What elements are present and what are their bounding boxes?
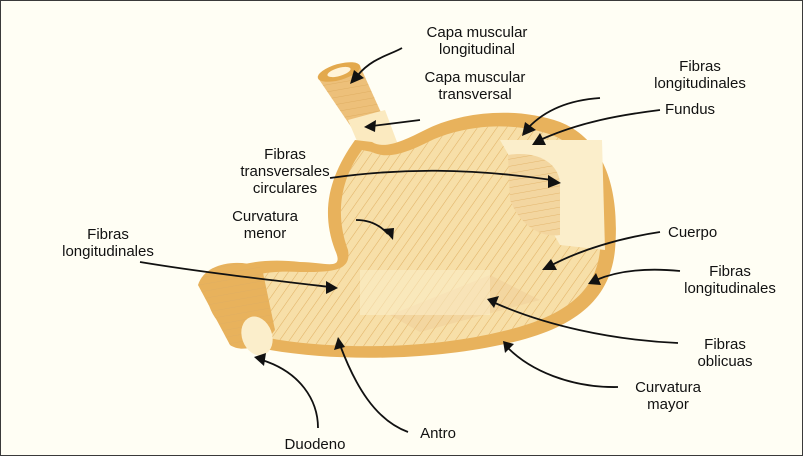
arrow-duodeno — [262, 360, 318, 428]
label-antro: Antro — [398, 425, 478, 442]
label-fibras-oblicuas: Fibras oblicuas — [670, 336, 780, 370]
label-cuerpo: Cuerpo — [668, 224, 758, 241]
label-duodeno: Duodeno — [265, 436, 365, 453]
arrow-antro — [340, 345, 408, 432]
label-fibras-longitudinales-left: Fibras longitudinales — [38, 226, 178, 260]
label-fibras-longitudinales-right: Fibras longitudinales — [660, 263, 800, 297]
label-fundus: Fundus — [665, 101, 755, 118]
arrow-curvatura-mayor — [508, 348, 618, 387]
label-curvatura-menor: Curvatura menor — [205, 208, 325, 242]
label-fibras-transversales-circulares: Fibras transversales circulares — [220, 146, 350, 197]
label-capa-muscular-transversal: Capa muscular transversal — [400, 69, 550, 103]
arrow-capa-longitudinal — [358, 48, 402, 75]
label-fibras-longitudinales-top: Fibras longitudinales — [630, 58, 770, 92]
label-capa-muscular-longitudinal: Capa muscular longitudinal — [402, 24, 552, 58]
label-curvatura-mayor: Curvatura mayor — [608, 379, 728, 413]
